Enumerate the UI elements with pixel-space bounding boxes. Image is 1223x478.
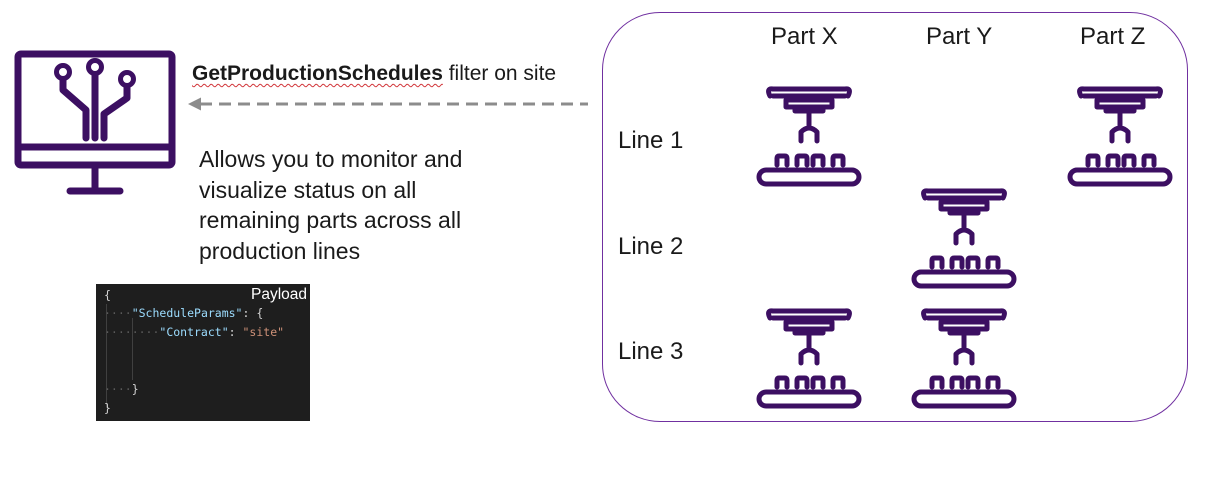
request-filter-text: filter on site (442, 62, 557, 85)
robot-part-y-line-2-icon (911, 188, 1017, 290)
description-text: Allows you to monitor and visualize stat… (199, 146, 463, 264)
code-sep: : { (242, 306, 264, 320)
robot-part-x-line-1-icon (756, 86, 862, 188)
part-x-label: Part X (771, 23, 838, 50)
robot-part-x-line-3-icon (756, 308, 862, 410)
code-line-3: ········"Contract": "site" (104, 325, 285, 339)
code-key-contract: "Contract" (159, 325, 229, 339)
code-inner-close: } (131, 382, 139, 396)
api-method-name: GetProductionSchedules (192, 62, 443, 85)
code-open-brace: { (104, 288, 111, 302)
robot-part-z-line-1-icon (1067, 86, 1173, 188)
monitor-circuit-icon (14, 50, 176, 195)
line-1-label: Line 1 (618, 127, 684, 154)
request-arrow (188, 97, 588, 111)
line-3-label: Line 3 (618, 338, 684, 365)
request-label: GetProductionSchedules filter on site (192, 60, 556, 88)
code-sep: : (228, 325, 243, 339)
code-outer-close: } (104, 401, 111, 415)
code-line-4: ····} (104, 382, 139, 396)
payload-code-box: Payload { ····"ScheduleParams": { ······… (96, 284, 310, 421)
robot-part-y-line-3-icon (911, 308, 1017, 410)
code-line-1: { (104, 288, 111, 302)
code-value-site: "site" (242, 325, 285, 339)
code-key-scheduleparams: "ScheduleParams" (131, 306, 243, 320)
part-y-label: Part Y (926, 23, 993, 50)
payload-title: Payload (250, 286, 307, 303)
indent-guide (106, 304, 107, 408)
part-z-label: Part Z (1080, 23, 1146, 50)
code-line-2: ····"ScheduleParams": { (104, 306, 264, 320)
code-line-5: } (104, 401, 111, 415)
indent-guide (132, 318, 133, 380)
production-lines-panel (602, 12, 1188, 422)
line-2-label: Line 2 (618, 233, 684, 260)
